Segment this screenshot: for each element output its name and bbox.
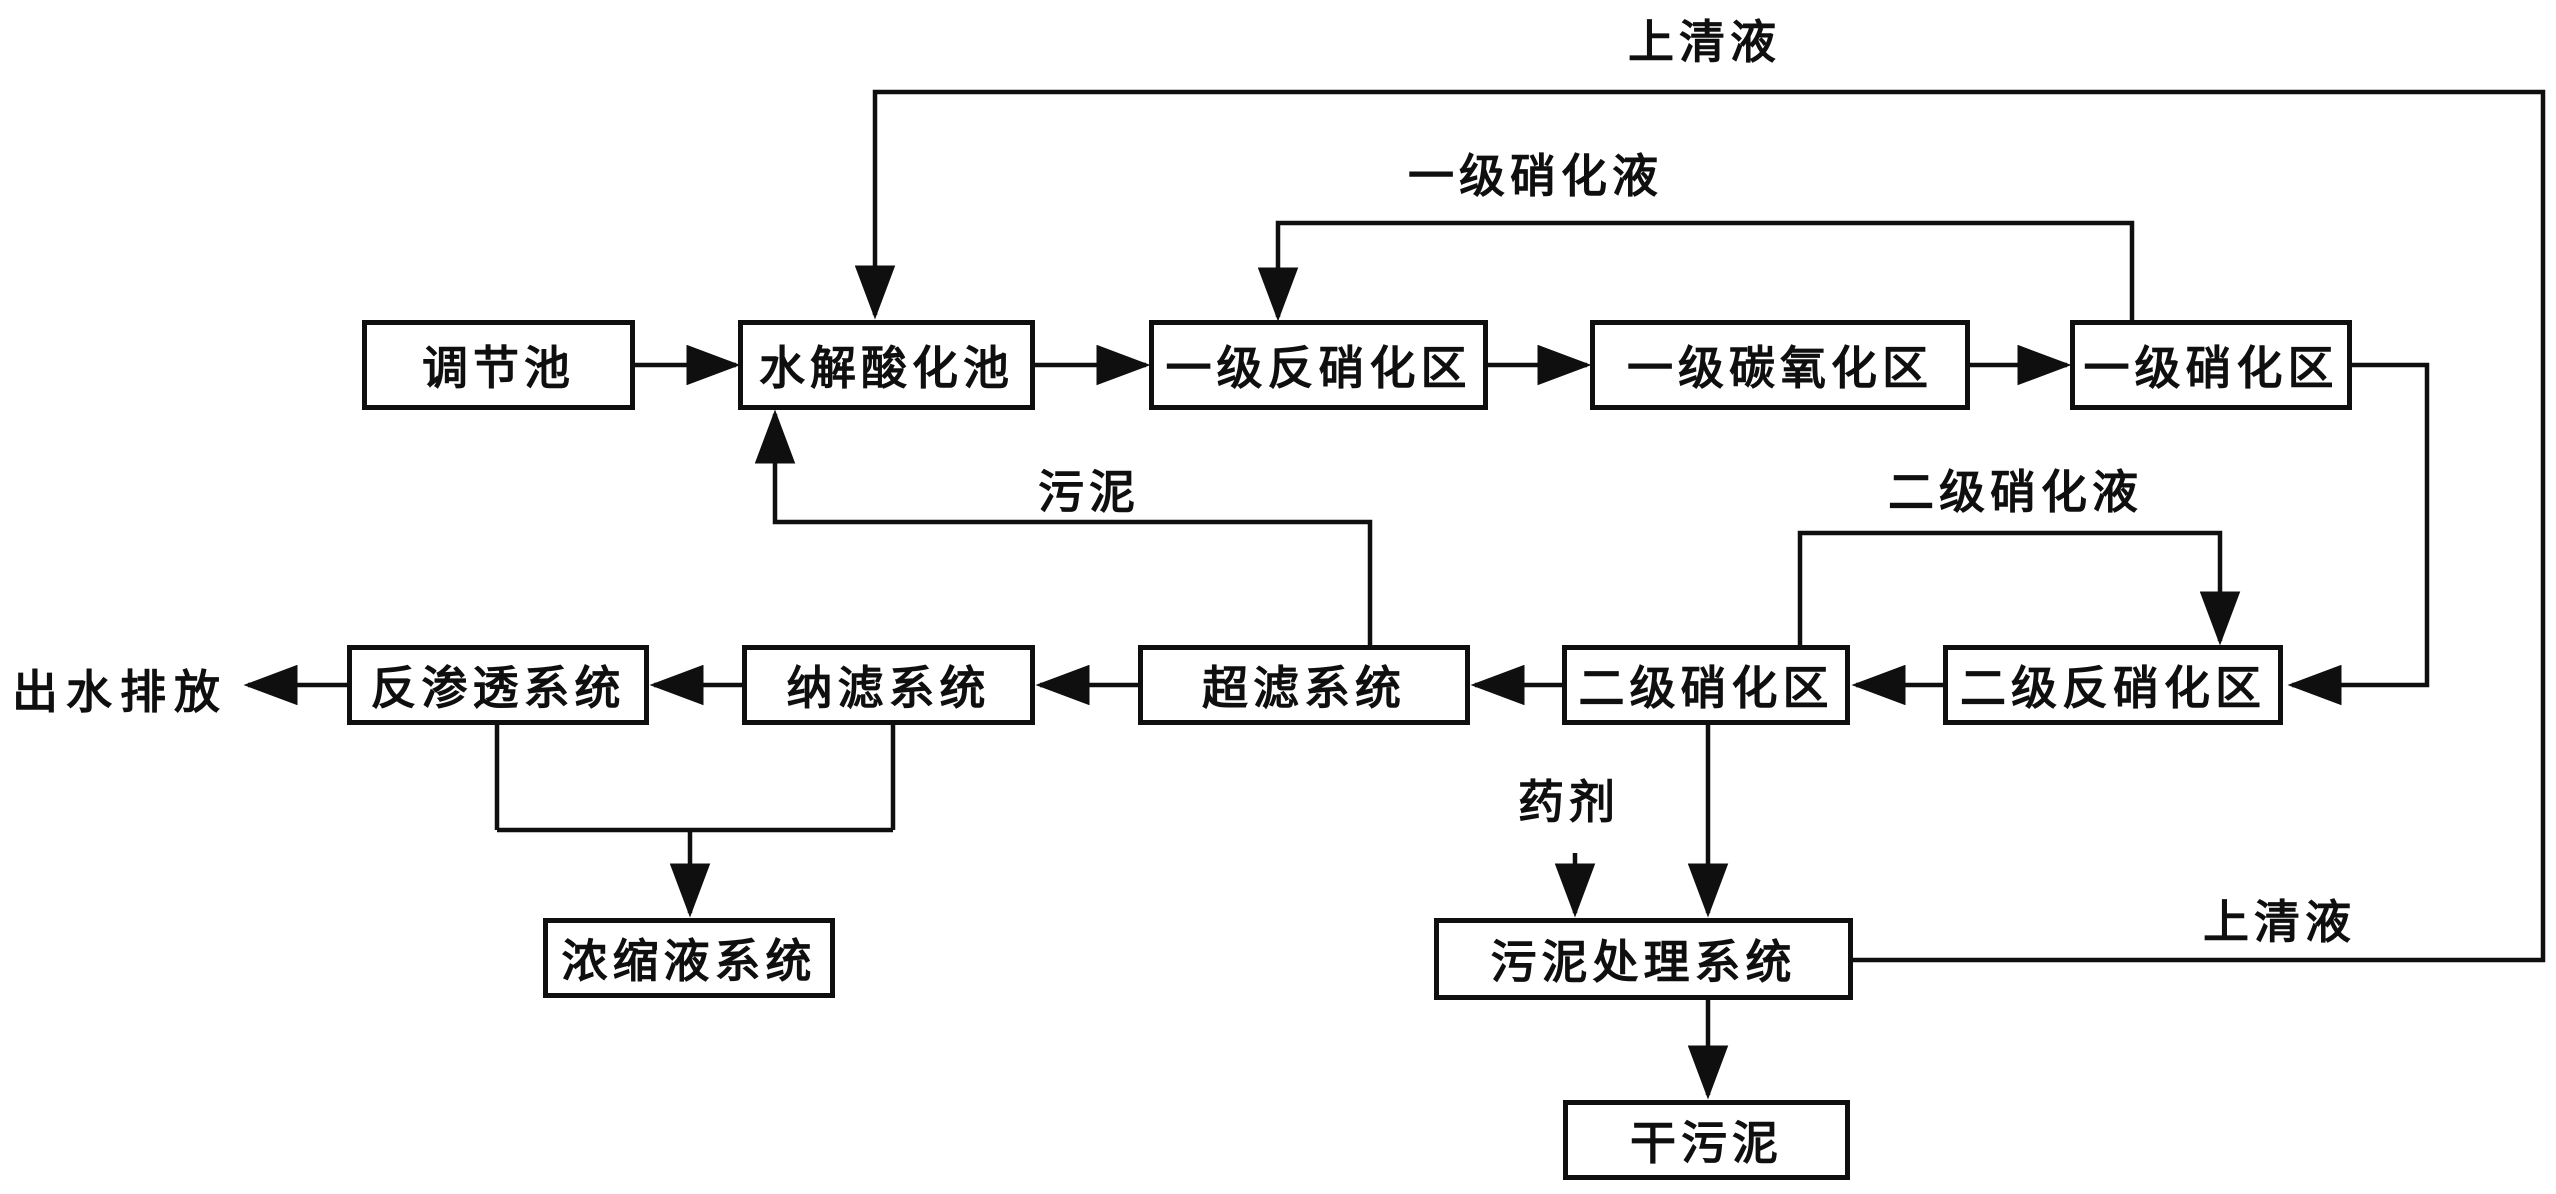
node-secondary-denitrification-zone: 二级反硝化区 [1943,645,2283,725]
node-primary-carbon-oxidation-zone: 一级碳氧化区 [1590,320,1970,410]
node-ultrafiltration-system: 超滤系统 [1138,645,1470,725]
node-sludge-treatment-system: 污泥处理系统 [1434,918,1853,1000]
node-primary-nitrification-zone: 一级硝化区 [2070,320,2352,410]
node-dry-sludge: 干污泥 [1563,1100,1850,1180]
edge-sludge-return [754,409,1373,645]
node-regulation-tank: 调节池 [362,320,635,410]
node-concentrate-system: 浓缩液系统 [543,918,835,998]
edge-primary-nitrification-recycle [1257,220,2135,322]
label-supernatant-right: 上清液 [2203,895,2356,949]
node-secondary-nitrification-zone: 二级硝化区 [1562,645,1850,725]
edge-primary-nitrification-to-secondary-denitrification [2287,362,2430,706]
label-sludge: 污泥 [1038,465,1140,519]
node-reverse-osmosis-system: 反渗透系统 [347,645,649,725]
edge-supernatant-return [854,89,2546,963]
edge-secondary-nitrification-recycle [1797,530,2241,646]
edge-membrane-concentrate-junction [494,725,896,833]
label-supernatant-top: 上清液 [1628,15,1781,69]
node-nanofiltration-system: 纳滤系统 [742,645,1035,725]
label-chemical-agent: 药剂 [1518,775,1620,829]
label-effluent-discharge: 出水排放 [12,665,228,719]
node-primary-denitrification-zone: 一级反硝化区 [1149,320,1488,410]
label-primary-nitrified-liquid: 一级硝化液 [1408,149,1663,203]
node-hydrolysis-acidification-tank: 水解酸化池 [738,320,1035,410]
label-secondary-nitrified-liquid: 二级硝化液 [1888,465,2143,519]
